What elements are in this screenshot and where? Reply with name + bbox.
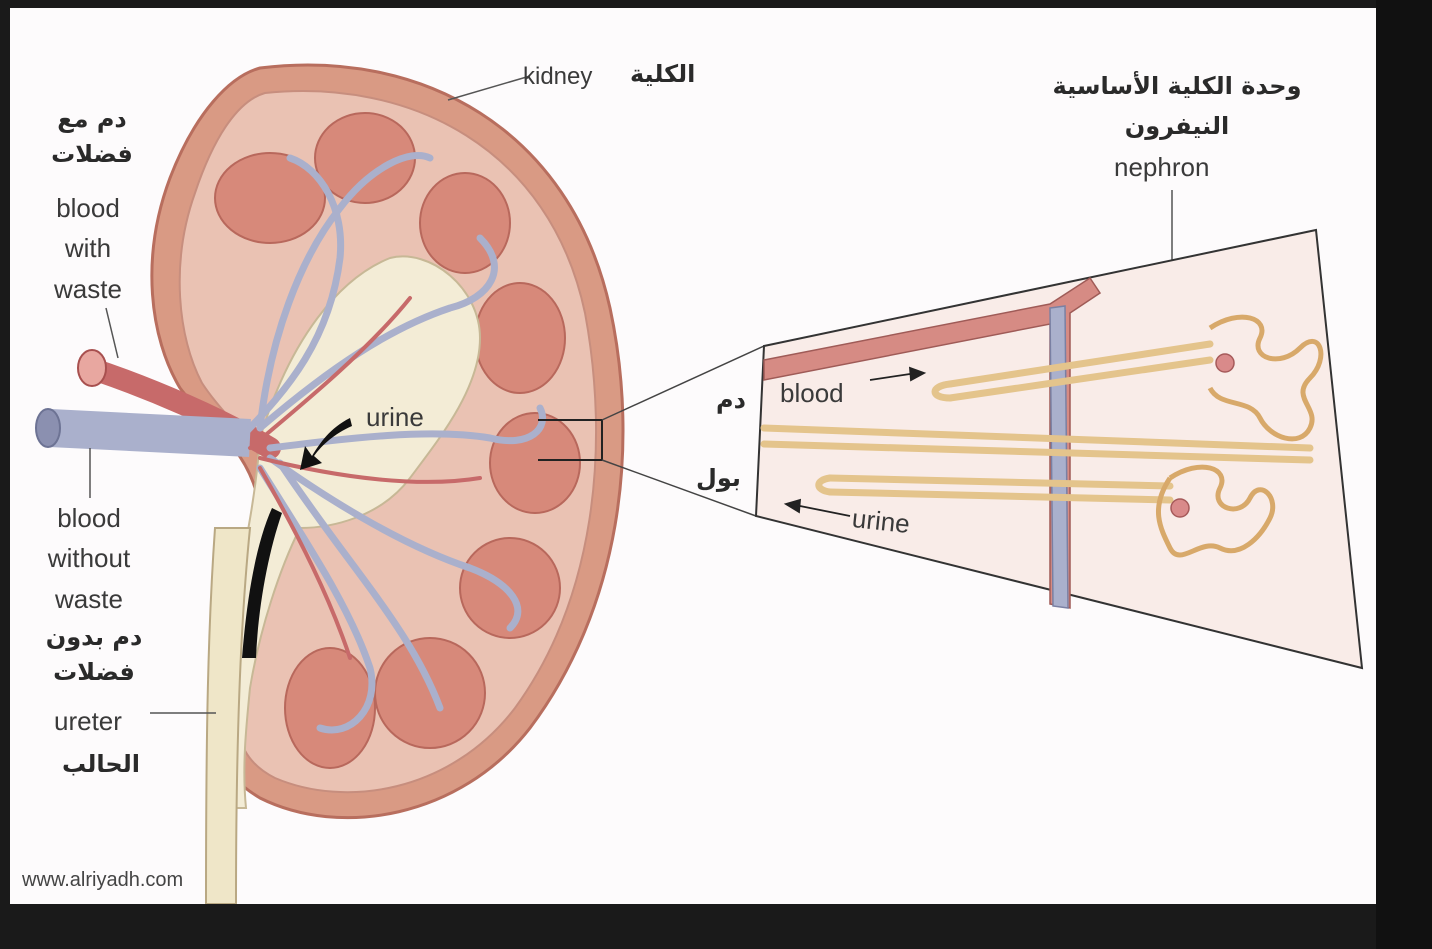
blood-label-ar: دم [716, 388, 746, 413]
ureter-label-ar: الحالب [62, 752, 140, 777]
renal-pyramid [490, 413, 580, 513]
nephron-detail [756, 230, 1362, 668]
blood-without-waste-label-ar: دم بدون فضلات [32, 620, 156, 690]
kidney-nephron-diagram [10, 8, 1376, 904]
urine-label-detail: urine [851, 505, 911, 538]
nephron-label-ar-line2: النيفرون [1042, 114, 1312, 139]
kidney-label: kidney [523, 64, 592, 89]
urine-label-kidney: urine [366, 404, 424, 431]
watermark: www.alriyadh.com [22, 870, 183, 891]
nephron-label-ar-line1: وحدة الكلية الأساسية [1042, 74, 1312, 99]
ureter-label: ureter [54, 708, 122, 735]
detail-vein [1050, 306, 1068, 608]
renal-pyramid [285, 648, 375, 768]
blood-waste-leader-line [106, 308, 118, 358]
blood-with-waste-label: blood with waste [28, 188, 148, 309]
blood-with-waste-label-ar: دم مع فضلات [38, 102, 146, 172]
nephron-label: nephron [1114, 154, 1209, 181]
kidney-leader-line [448, 76, 530, 100]
renal-pyramid [375, 638, 485, 748]
frame-shadow-right [1376, 0, 1432, 949]
diagram-panel: kidney الكلية دم مع فضلات blood with was… [10, 8, 1376, 904]
kidney-label-ar: الكلية [630, 62, 695, 87]
blood-label-detail: blood [780, 380, 844, 407]
blood-without-waste-label: blood without waste [24, 498, 154, 619]
renal-pyramid [475, 283, 565, 393]
urine-label-ar: بول [696, 466, 741, 491]
